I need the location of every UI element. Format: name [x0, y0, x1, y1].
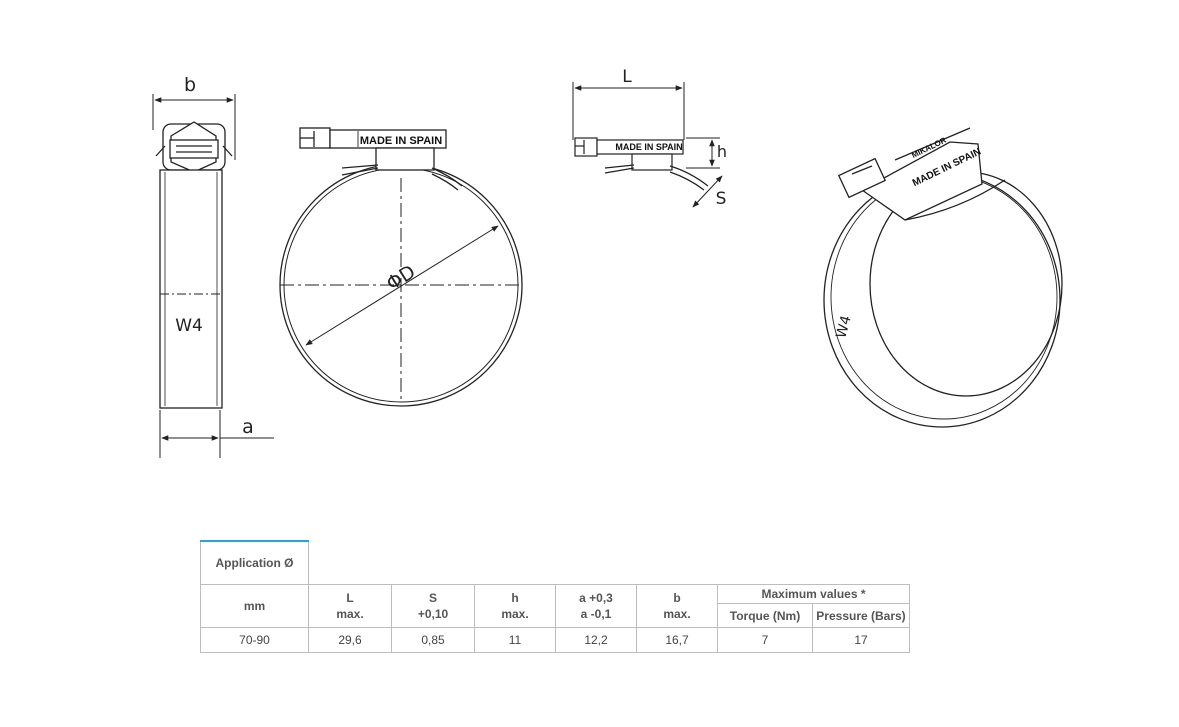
max-values-header: Maximum values * — [717, 583, 910, 605]
label-l: L — [622, 67, 632, 87]
front-view — [279, 127, 523, 407]
cell-pressure: 17 — [812, 627, 910, 653]
front-stamp: MADE IN SPAIN — [360, 135, 442, 147]
small-stamp: MADE IN SPAIN — [615, 142, 682, 152]
col-header-b: b max. — [636, 584, 718, 628]
col-header-a: a +0,3 a -0,1 — [555, 584, 637, 628]
col-header-h: h max. — [474, 584, 556, 628]
col-header-l: L max. — [308, 584, 392, 628]
cell-a: 12,2 — [555, 627, 637, 653]
perspective-band-label: W4 — [833, 314, 854, 340]
label-h: h — [717, 142, 727, 161]
pressure-header: Pressure (Bars) — [812, 603, 910, 628]
dimension-s-line — [692, 175, 723, 208]
label-band-w4: W4 — [175, 316, 203, 336]
cell-torque: 7 — [717, 627, 813, 653]
col-header-s: S +0,10 — [391, 584, 475, 628]
label-diameter: ΦD — [383, 261, 420, 295]
small-housing-view — [572, 82, 723, 208]
label-s: S — [716, 189, 727, 209]
table-row: 70-90 29,6 0,85 11 12,2 16,7 7 17 — [200, 627, 910, 653]
cell-b: 16,7 — [636, 627, 718, 653]
perspective-view — [823, 127, 1063, 428]
side-view — [152, 94, 274, 458]
cell-h: 11 — [474, 627, 556, 653]
cell-range: 70-90 — [200, 627, 309, 653]
label-b: b — [184, 74, 196, 96]
application-header: Application Ø — [200, 540, 309, 585]
cell-l: 29,6 — [308, 627, 392, 653]
label-a: a — [242, 416, 254, 438]
spec-table: Application Ø mm L max. S +0,10 h max. a… — [200, 540, 910, 653]
torque-header: Torque (Nm) — [717, 603, 813, 628]
diameter-line — [305, 225, 499, 346]
cell-s: 0,85 — [391, 627, 475, 653]
unit-header: mm — [200, 584, 309, 628]
